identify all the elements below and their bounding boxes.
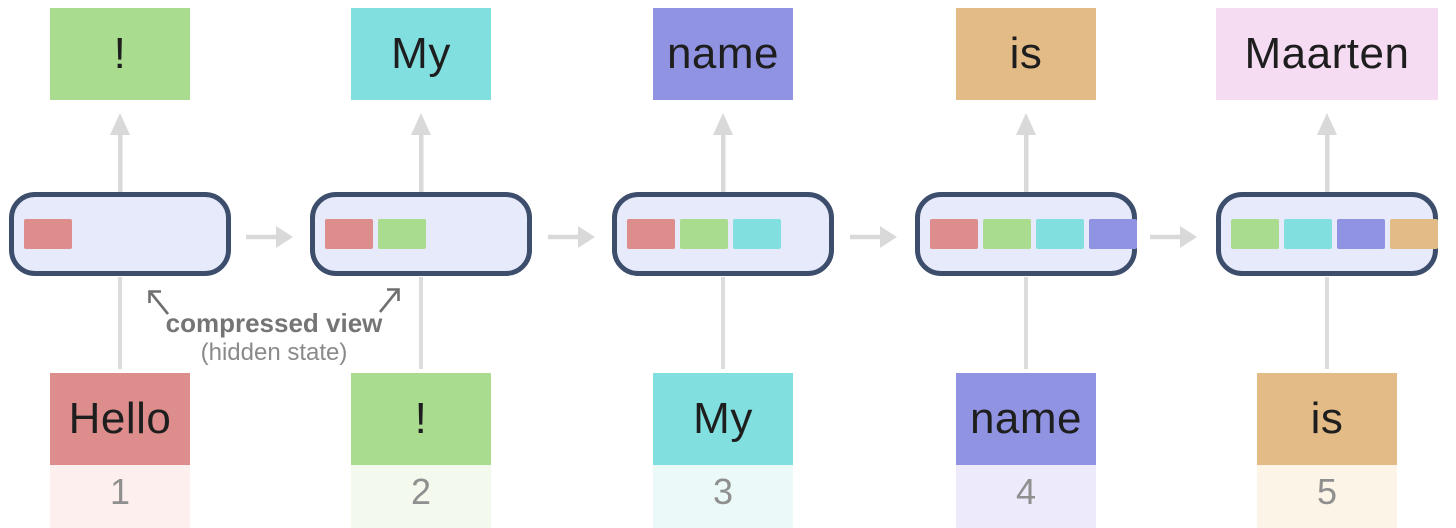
arrow-right-icon (1150, 226, 1197, 248)
input-connector-line (1325, 277, 1329, 369)
timestep-column-3: name My 3 (612, 0, 834, 528)
arrow-up-icon (1317, 113, 1337, 192)
input-connector-line (118, 277, 122, 369)
input-token-box: My (653, 373, 793, 465)
timestep-column-4: is name 4 (915, 0, 1137, 528)
memory-chip-green (680, 219, 728, 249)
hidden-state-box (915, 192, 1137, 276)
memory-chip-tan (1390, 219, 1438, 249)
output-token-box: My (351, 8, 491, 100)
input-token-box: Hello (50, 373, 190, 465)
memory-chip-cyan (1036, 219, 1084, 249)
input-connector-line (1024, 277, 1028, 369)
memory-chip-green (378, 219, 426, 249)
input-token-box: ! (351, 373, 491, 465)
step-number: 5 (1257, 465, 1397, 528)
memory-chip-red (24, 219, 72, 249)
memory-chip-cyan (1284, 219, 1332, 249)
arrow-right-icon (548, 226, 595, 248)
arrow-up-icon (1016, 113, 1036, 192)
output-token-box: ! (50, 8, 190, 100)
memory-chip-red (930, 219, 978, 249)
input-token-box: name (956, 373, 1096, 465)
arrow-right-icon (246, 226, 293, 248)
timestep-column-2: My ! 2 (310, 0, 532, 528)
step-number: 2 (351, 465, 491, 528)
arrow-up-icon (713, 113, 733, 192)
input-connector-line (721, 277, 725, 369)
timestep-column-1: ! Hello 1 (9, 0, 231, 528)
hidden-state-box (310, 192, 532, 276)
memory-chip-purple (1089, 219, 1137, 249)
hidden-state-box (1216, 192, 1438, 276)
input-connector-line (419, 277, 423, 369)
step-number: 3 (653, 465, 793, 528)
arrow-up-icon (110, 113, 130, 192)
memory-chip-purple (1337, 219, 1385, 249)
step-number: 1 (50, 465, 190, 528)
output-token-box: is (956, 8, 1096, 100)
annotation-arrow-up-right-icon (378, 288, 400, 313)
timestep-column-5: Maarten is 5 (1216, 0, 1438, 528)
annotation: compressed view (hidden state) (124, 309, 424, 368)
memory-chip-cyan (733, 219, 781, 249)
hidden-state-box (612, 192, 834, 276)
annotation-subtitle: (hidden state) (200, 338, 348, 366)
output-token-box: Maarten (1216, 8, 1438, 100)
memory-chip-green (983, 219, 1031, 249)
annotation-arrow-up-left-icon (148, 290, 170, 315)
hidden-state-box (9, 192, 231, 276)
input-token-box: is (1257, 373, 1397, 465)
output-token-box: name (653, 8, 793, 100)
step-number: 4 (956, 465, 1096, 528)
arrow-right-icon (850, 226, 897, 248)
memory-chip-red (627, 219, 675, 249)
arrow-up-icon (411, 113, 431, 192)
memory-chip-green (1231, 219, 1279, 249)
annotation-title: compressed view (165, 308, 383, 338)
memory-chip-red (325, 219, 373, 249)
